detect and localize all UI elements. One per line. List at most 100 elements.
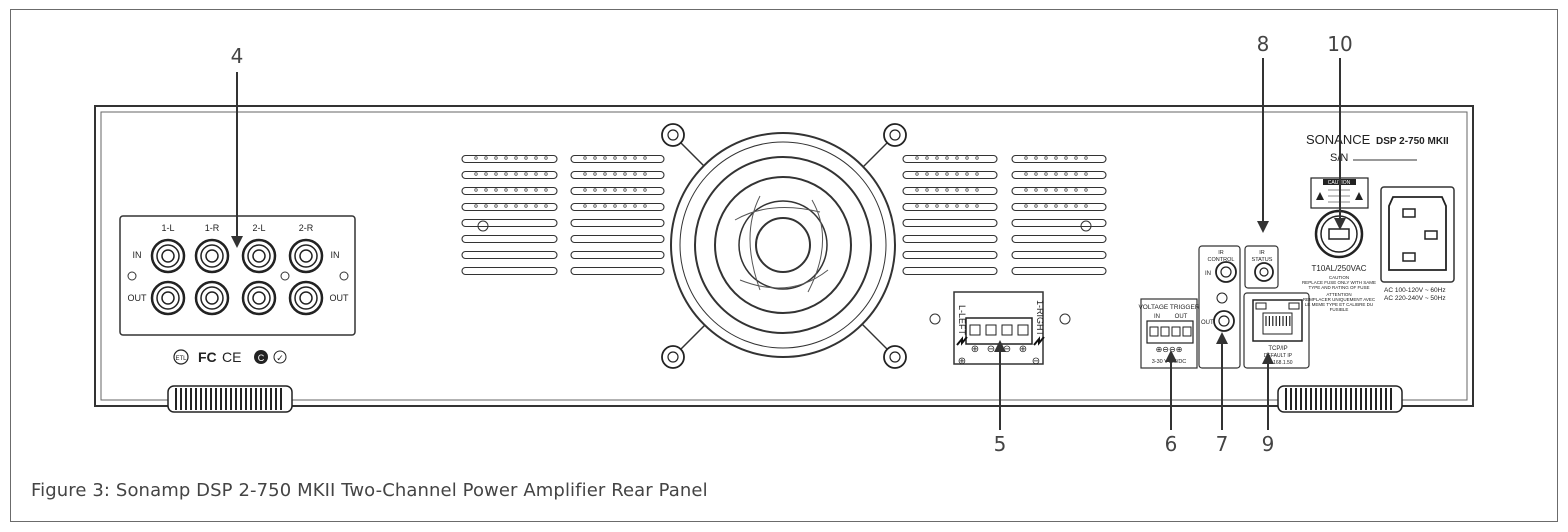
- model-name: DSP 2-750 MKII: [1376, 136, 1449, 147]
- power-inlet: AC 100-120V ~ 60Hz AC 220-240V ~ 50Hz: [1380, 186, 1455, 302]
- ctick-mark-text: C: [258, 353, 265, 363]
- vent-slot: [461, 250, 558, 260]
- vent-slot: [1011, 170, 1107, 180]
- vent-slot: [570, 234, 665, 244]
- ir-in-jack: [1215, 261, 1237, 283]
- ir-out-jack: [1213, 310, 1235, 332]
- hazard-bolt-icon: [956, 336, 968, 346]
- vent-slot: [902, 266, 998, 276]
- vent-slot: [902, 218, 998, 228]
- vent-slot: [1011, 154, 1107, 164]
- rcm-mark-text: ✓: [276, 353, 284, 363]
- default-ip-value: 192.168.1.50: [1263, 360, 1292, 366]
- fuse-attention2: REMPLACER UNIQUEMENT AVEC: [1303, 297, 1376, 302]
- vent-slot: [1011, 218, 1107, 228]
- chassis-outline: [94, 105, 1474, 407]
- callout-arrows: [231, 58, 1346, 430]
- fuse-rating: T10AL/250VAC: [1312, 264, 1367, 273]
- polarity-minus: ⊖: [987, 344, 995, 355]
- ir-control-block: IR CONTROL IN OUT: [1198, 245, 1241, 369]
- fuse-caution-text1: CAUTION: [1329, 275, 1349, 280]
- vent-slot: [570, 250, 665, 260]
- power-spec-line1: AC 100-120V ~ 60Hz: [1384, 287, 1446, 294]
- channel-label-1r: 1-R: [205, 223, 220, 233]
- vent-slot: [902, 154, 998, 164]
- ir-led: [1216, 292, 1228, 304]
- speaker-right-label: 1-RIGHT: [1035, 300, 1045, 337]
- fan-screw: [883, 345, 907, 369]
- chassis-inner-outline: [100, 111, 1468, 401]
- callout-6: 6: [1165, 432, 1178, 456]
- fuse-attention1: ATTENTION: [1326, 292, 1351, 297]
- ground-pin: [1424, 230, 1438, 240]
- in-label-right: IN: [331, 250, 340, 260]
- vent-slot: [461, 218, 558, 228]
- vent-slot: [902, 202, 998, 212]
- fuse-attention3: LE MEME TYPE ET CALIBRE DU: [1305, 302, 1373, 307]
- foot-right: [1277, 385, 1403, 413]
- power-pin: [1402, 252, 1416, 262]
- callout-7: 7: [1216, 432, 1229, 456]
- fan-screw: [883, 123, 907, 147]
- vent-slot: [902, 170, 998, 180]
- vent-slot: [461, 170, 558, 180]
- ir-control-title2: CONTROL: [1208, 257, 1235, 263]
- out-label-right: OUT: [330, 293, 350, 303]
- speaker-left-label: L-LEFT: [957, 305, 967, 336]
- brand-name: SONANCE: [1306, 132, 1371, 147]
- trigger-out-label: OUT: [1175, 314, 1188, 320]
- fcc-mark: FC: [198, 349, 217, 365]
- etl-mark-text: ETL: [175, 356, 187, 362]
- screw-hole: [280, 271, 290, 281]
- polarity-minus: ⊖: [1032, 356, 1040, 367]
- out-label-left: OUT: [128, 293, 148, 303]
- vent-screw-left: [477, 220, 489, 232]
- power-spec-line2: AC 220-240V ~ 50Hz: [1384, 295, 1446, 302]
- rcm-mark-icon: [273, 350, 287, 364]
- vent-slot: [1011, 202, 1107, 212]
- channel-label-2l: 2-L: [252, 223, 265, 233]
- fuse-caution-text2: REPLACE FUSE ONLY WITH SAME: [1302, 280, 1376, 285]
- ir-status-jack: [1254, 262, 1274, 282]
- activity-led: [1288, 302, 1300, 310]
- network-label: TCP/IP: [1268, 346, 1287, 352]
- trigger-polarity: ⊕⊖⊖⊕: [1156, 345, 1183, 354]
- ce-mark: CE: [222, 349, 241, 365]
- vent-slot: [461, 234, 558, 244]
- ctick-mark-icon: [254, 350, 268, 364]
- polarity-plus: ⊕: [1019, 344, 1027, 355]
- cooling-fan: [661, 123, 907, 369]
- in-label-left: IN: [133, 250, 142, 260]
- vent-slot: [902, 234, 998, 244]
- etl-mark-icon: [173, 349, 189, 365]
- ventilation-slots: [461, 154, 1107, 276]
- screw-hole: [127, 271, 137, 281]
- vent-slot: [461, 202, 558, 212]
- polarity-plus: ⊕: [971, 344, 979, 355]
- vent-slot: [1011, 250, 1107, 260]
- fuse-caution-text3: TYPE AND RATING OF FUSE: [1309, 285, 1370, 290]
- channel-label-1l: 1-L: [161, 223, 174, 233]
- ir-out-label: OUT: [1201, 320, 1214, 326]
- hazard-bolt-icon: [1033, 336, 1045, 346]
- warning-triangle-icon: [1316, 192, 1363, 200]
- callout-10: 10: [1327, 32, 1352, 56]
- callout-9: 9: [1262, 432, 1275, 456]
- network-port-block: TCP/IP DEFAULT IP 192.168.1.50: [1243, 292, 1310, 369]
- vent-slot: [570, 218, 665, 228]
- ir-in-label: IN: [1205, 271, 1211, 277]
- vent-screw-right: [1080, 220, 1092, 232]
- ir-status-title1: IR: [1259, 250, 1265, 256]
- callout-8: 8: [1257, 32, 1270, 56]
- audio-io-plate: 1-L 1-R 2-L 2-R IN IN OUT OUT: [119, 215, 356, 336]
- callout-5: 5: [994, 432, 1007, 456]
- ir-control-title1: IR: [1218, 250, 1224, 256]
- fuse-attention4: FUSIBLE: [1330, 307, 1349, 312]
- trigger-in-label: IN: [1154, 314, 1160, 320]
- vent-slot: [461, 154, 558, 164]
- figure-caption: Figure 3: Sonamp DSP 2-750 MKII Two-Chan…: [31, 480, 708, 501]
- ir-status-title2: STATUS: [1252, 257, 1273, 263]
- default-ip-label: DEFAULT IP: [1264, 353, 1293, 359]
- screw-hole: [929, 313, 941, 325]
